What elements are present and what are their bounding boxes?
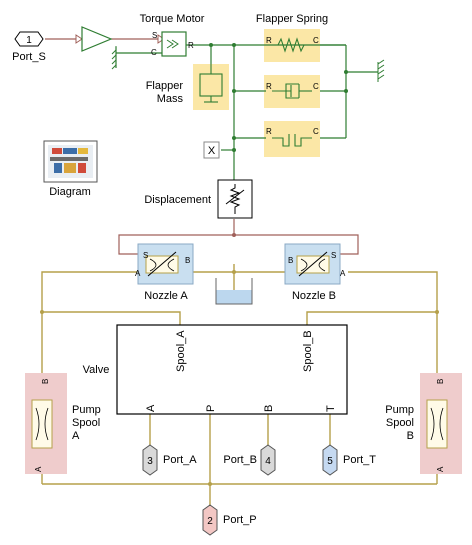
port-s-label: Port_S — [12, 51, 46, 63]
nozzle-b-label: Nozzle B — [292, 290, 336, 302]
port-b-number: 4 — [265, 456, 271, 467]
mechanical-wires — [115, 43, 378, 180]
nozzle-b-port-s: S — [331, 251, 336, 260]
hard-stop-icon — [272, 134, 312, 147]
valve-port-a-label: A — [145, 404, 157, 412]
port-a-label: Port_A — [163, 454, 197, 466]
valve-label: Valve — [83, 364, 110, 376]
pump-spool-a-block[interactable]: B A Pump Spool A — [31, 379, 101, 472]
valve-block[interactable]: Valve Spool_A Spool_B A P B T — [83, 324, 348, 415]
port-a-connector[interactable]: 3 Port_A — [142, 444, 197, 476]
displacement-block[interactable]: Displacement — [144, 179, 253, 219]
pump-spool-a-label-3: A — [72, 430, 80, 442]
gain-block[interactable] — [81, 26, 113, 52]
nozzle-a-label: Nozzle A — [144, 290, 188, 302]
nozzle-b-port-a: A — [340, 269, 346, 278]
pump-spool-a-label-2: Spool — [72, 417, 100, 429]
port-b-connector[interactable]: 4 Port_B — [223, 444, 276, 476]
orifice-a-icon — [35, 407, 49, 441]
flapper-spring-label: Flapper Spring — [256, 13, 328, 25]
port-t-connector[interactable]: 5 Port_T — [322, 444, 376, 476]
port-p-label: Port_P — [223, 514, 257, 526]
damper-port-c: C — [313, 82, 319, 91]
pump-spool-b-block[interactable]: B A Pump Spool B — [385, 379, 448, 472]
x-marker-label: X — [208, 145, 216, 157]
flapper-mass-label-2: Mass — [157, 93, 184, 105]
pump-spool-b-label-3: B — [407, 430, 414, 442]
valve-spool-a-label: Spool_A — [175, 330, 187, 372]
nozzle-a-port-a: A — [135, 269, 141, 278]
spring-highlight-3 — [264, 121, 320, 157]
torque-motor-port-s: S — [152, 31, 157, 40]
nozzle-b-block[interactable]: S B A Nozzle B — [284, 243, 346, 302]
valve-spool-b-label: Spool_B — [302, 330, 314, 372]
valve-port-p-label: P — [205, 405, 217, 412]
port-t-label: Port_T — [343, 454, 376, 466]
nozzle-a-port-b: B — [185, 256, 190, 265]
nozzle-b-port-b: B — [288, 256, 293, 265]
hardstop-port-c: C — [313, 127, 319, 136]
pump-spool-a-label-1: Pump — [72, 404, 101, 416]
pump-spool-a-port-a: A — [34, 466, 43, 472]
port-p-number: 2 — [207, 516, 213, 527]
x-marker-block[interactable]: X — [203, 141, 220, 159]
pump-spool-a-port-b: B — [41, 379, 50, 384]
hardstop-port-r: R — [266, 127, 272, 136]
pump-spool-b-label-1: Pump — [385, 404, 414, 416]
damper-icon — [272, 83, 312, 99]
port-b-label: Port_B — [223, 454, 257, 466]
spring-port-c: C — [313, 36, 319, 45]
port-t-number: 5 — [327, 456, 333, 467]
hydraulic-wires — [40, 264, 439, 505]
torque-motor-block[interactable]: Torque Motor S C R — [140, 13, 205, 57]
orifice-b-icon — [430, 407, 444, 441]
torque-motor-label: Torque Motor — [140, 13, 205, 25]
nozzle-a-block[interactable]: S A B Nozzle A — [135, 243, 194, 302]
port-s-number: 1 — [26, 35, 32, 46]
ground-left-icon — [111, 46, 117, 70]
damper-port-r: R — [266, 82, 272, 91]
torque-motor-port-c: C — [151, 48, 157, 57]
port-a-number: 3 — [147, 456, 153, 467]
displacement-label: Displacement — [144, 194, 211, 206]
flapper-mass-label-1: Flapper — [146, 80, 184, 92]
pump-spool-b-label-2: Spool — [386, 417, 414, 429]
spring-port-r: R — [266, 36, 272, 45]
diagram-block[interactable]: Diagram — [43, 140, 98, 198]
tank-block[interactable] — [215, 278, 253, 305]
diagram-label: Diagram — [49, 186, 91, 198]
torque-motor-port-r: R — [188, 41, 194, 50]
spring-icon — [272, 37, 312, 53]
port-p-connector[interactable]: 2 Port_P — [202, 504, 257, 536]
port-s-inport[interactable]: 1 Port_S — [12, 31, 46, 63]
flapper-spring-block[interactable]: Flapper Spring R C R C R C — [256, 13, 328, 147]
ground-right-icon — [377, 59, 385, 82]
nozzle-a-port-s: S — [143, 251, 148, 260]
valve-port-b-label: B — [263, 405, 275, 412]
pump-spool-b-port-a: A — [436, 466, 445, 472]
valve-port-t-label: T — [325, 405, 337, 412]
pump-spool-b-port-b: B — [436, 379, 445, 384]
flapper-mass-block[interactable]: Flapper Mass — [146, 64, 223, 105]
